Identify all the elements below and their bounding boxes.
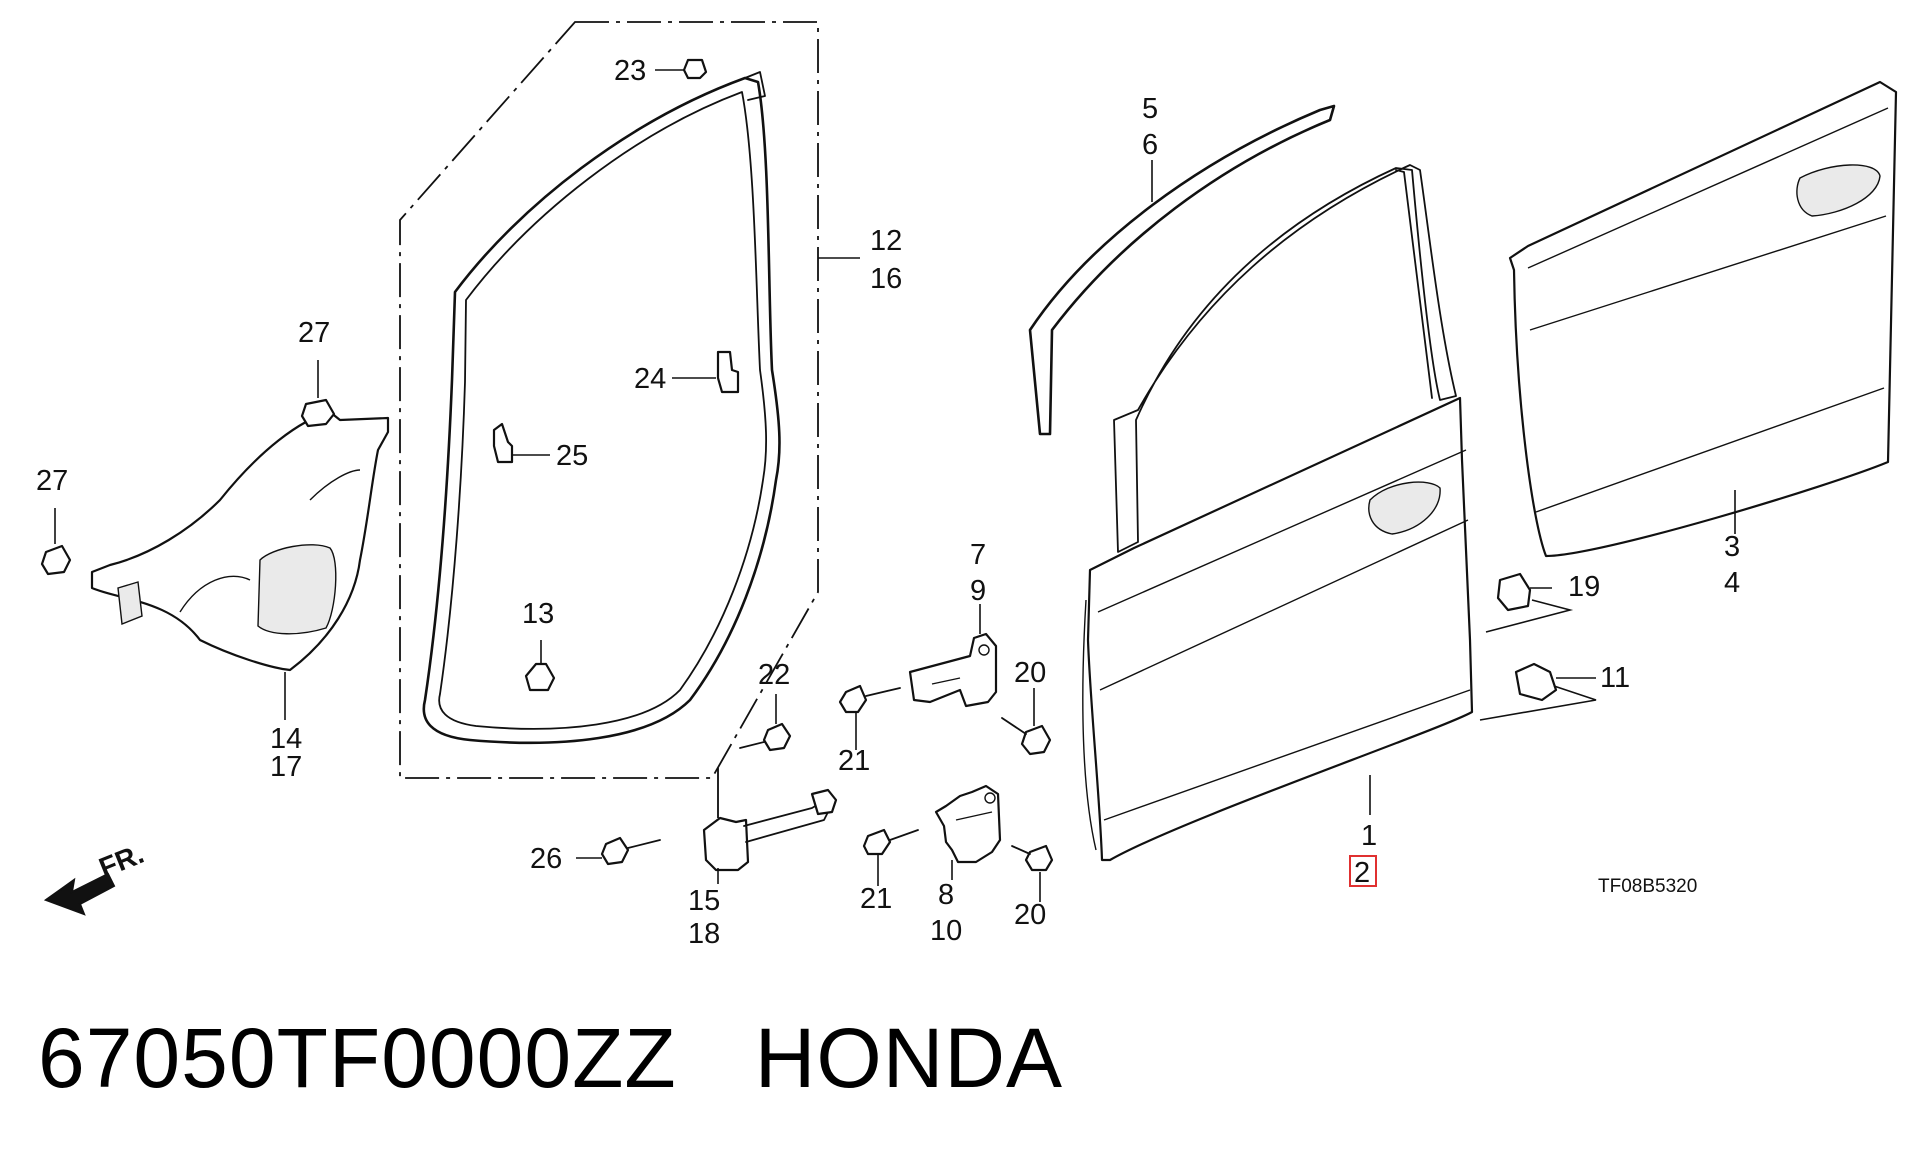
- callout-27-lower: 27: [36, 465, 68, 497]
- callout-21-lower: 21: [860, 883, 892, 915]
- callout-2: 2: [1354, 857, 1370, 889]
- clip-25: [492, 422, 550, 464]
- upper-hinge: [908, 604, 998, 708]
- callout-14: 14: [270, 723, 302, 755]
- grommet-27-lower: [40, 508, 72, 576]
- callout-26: 26: [530, 843, 562, 875]
- callout-22: 22: [758, 659, 790, 691]
- door-molding: [1028, 104, 1336, 436]
- callout-18: 18: [688, 918, 720, 950]
- clip-13: [524, 640, 556, 692]
- callout-19: 19: [1568, 571, 1600, 603]
- weatherstrip-group-frame: [399, 21, 819, 779]
- callout-21-upper: 21: [838, 745, 870, 777]
- drawing-code: TF08B5320: [1598, 876, 1697, 897]
- callout-25: 25: [556, 440, 588, 472]
- callout-16: 16: [870, 263, 902, 295]
- bolt-20-upper: [1001, 688, 1052, 756]
- door-weatherstrip: [422, 71, 781, 745]
- door-sealing-cover: [90, 410, 390, 720]
- door-stopper-11: [1479, 662, 1597, 721]
- door-stopper-19: [1485, 572, 1574, 633]
- front-direction-arrow-icon: [43, 872, 116, 916]
- callout-15: 15: [688, 885, 720, 917]
- callout-20-upper: 20: [1014, 657, 1046, 689]
- grommet-27-upper: [300, 360, 336, 428]
- front-door-panel: [1082, 164, 1474, 862]
- callout-13: 13: [522, 598, 554, 630]
- part-number: 67050TF0000ZZ: [38, 1011, 677, 1105]
- bolt-26: [576, 768, 719, 866]
- bolt-21-upper: [838, 684, 901, 750]
- callout-17: 17: [270, 751, 302, 783]
- brand-name: HONDA: [754, 1011, 1064, 1105]
- callout-4: 4: [1724, 567, 1740, 599]
- bolt-22: [739, 694, 792, 752]
- callout-24: 24: [634, 363, 666, 395]
- outer-door-skin: [1508, 80, 1898, 558]
- callout-23: 23: [614, 55, 646, 87]
- front-marker-label: FR.: [95, 838, 148, 884]
- callout-12: 12: [870, 225, 902, 257]
- callout-8: 8: [938, 879, 954, 911]
- callout-10: 10: [930, 915, 962, 947]
- door-checker: [702, 768, 838, 884]
- callout-2-highlight: [1349, 855, 1377, 887]
- callout-11: 11: [1600, 662, 1630, 694]
- footer-caption: 67050TF0000ZZ HONDA: [38, 1010, 1063, 1107]
- clip-23: [655, 58, 708, 80]
- callout-7: 7: [970, 539, 986, 571]
- callout-1: 1: [1361, 820, 1377, 852]
- callout-3: 3: [1724, 531, 1740, 563]
- callout-6: 6: [1142, 129, 1158, 161]
- callout-27-upper: 27: [298, 317, 330, 349]
- callout-20-lower: 20: [1014, 899, 1046, 931]
- callout-9: 9: [970, 575, 986, 607]
- clip-24: [672, 350, 740, 394]
- callout-5: 5: [1142, 93, 1158, 125]
- lower-hinge: [934, 784, 1002, 880]
- bolt-21-lower: [862, 828, 919, 886]
- bolt-20-lower: [1011, 844, 1054, 902]
